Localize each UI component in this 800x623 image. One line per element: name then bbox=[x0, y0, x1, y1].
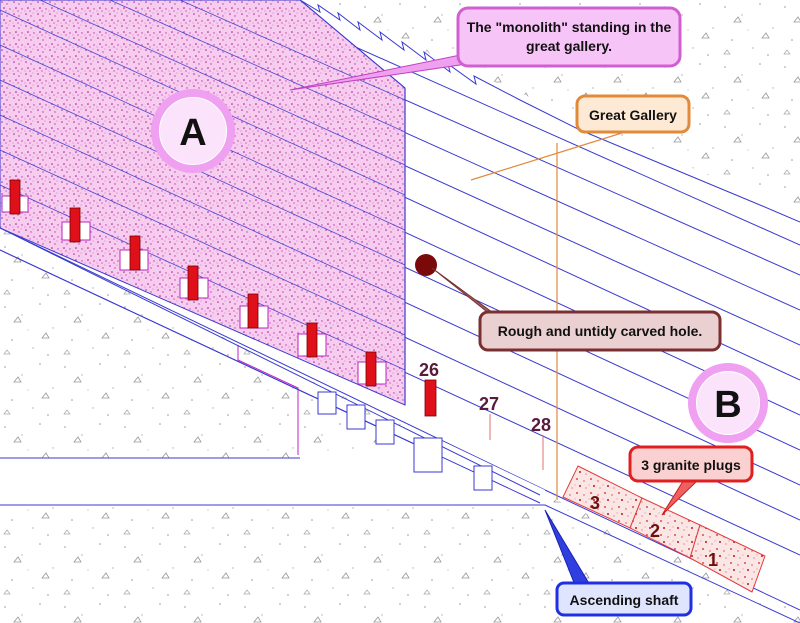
label-26: 26 bbox=[419, 360, 439, 380]
monolith-callout bbox=[456, 6, 682, 68]
shaft-callout-text: Ascending shaft bbox=[570, 592, 679, 608]
granite-plug-1 bbox=[689, 524, 766, 593]
red-notches bbox=[9, 179, 437, 417]
label-27: 27 bbox=[479, 394, 499, 414]
label-a-circle: A bbox=[151, 89, 235, 173]
label-b: B bbox=[714, 384, 741, 426]
hole-callout-text: Rough and untidy carved hole. bbox=[498, 323, 703, 339]
gallery-corbel-edge bbox=[299, 0, 800, 223]
lower-pink-outline bbox=[237, 345, 299, 455]
plug-label-3: 3 bbox=[590, 493, 600, 513]
plug-label-1: 1 bbox=[708, 550, 718, 570]
great-gallery-callout-text: Great Gallery bbox=[589, 107, 677, 123]
plugs-callout bbox=[628, 445, 754, 483]
granite-plugs bbox=[562, 465, 766, 593]
label-a: A bbox=[179, 112, 206, 154]
monolith-callout-line1: The "monolith" standing in the bbox=[467, 19, 672, 35]
plug-label-2: 2 bbox=[650, 521, 660, 541]
label-28: 28 bbox=[531, 415, 551, 435]
passage-floor-diagonal-2 bbox=[0, 249, 541, 504]
shaft-callout bbox=[555, 581, 693, 617]
passage-floor-diagonal bbox=[0, 227, 541, 496]
great-gallery-callout bbox=[575, 94, 691, 134]
hole-callout bbox=[478, 310, 722, 352]
monolith-callout-line2: great gallery. bbox=[526, 38, 612, 54]
ramp-sockets bbox=[317, 391, 493, 491]
label-b-circle: B bbox=[688, 363, 768, 443]
great-gallery-pointer bbox=[470, 131, 626, 181]
plugs-callout-text: 3 granite plugs bbox=[641, 457, 741, 473]
monolith-inner-lines bbox=[0, 0, 406, 371]
ramp-holes bbox=[1, 195, 387, 385]
horizontal-passage bbox=[0, 440, 545, 505]
carved-hole bbox=[415, 254, 437, 276]
